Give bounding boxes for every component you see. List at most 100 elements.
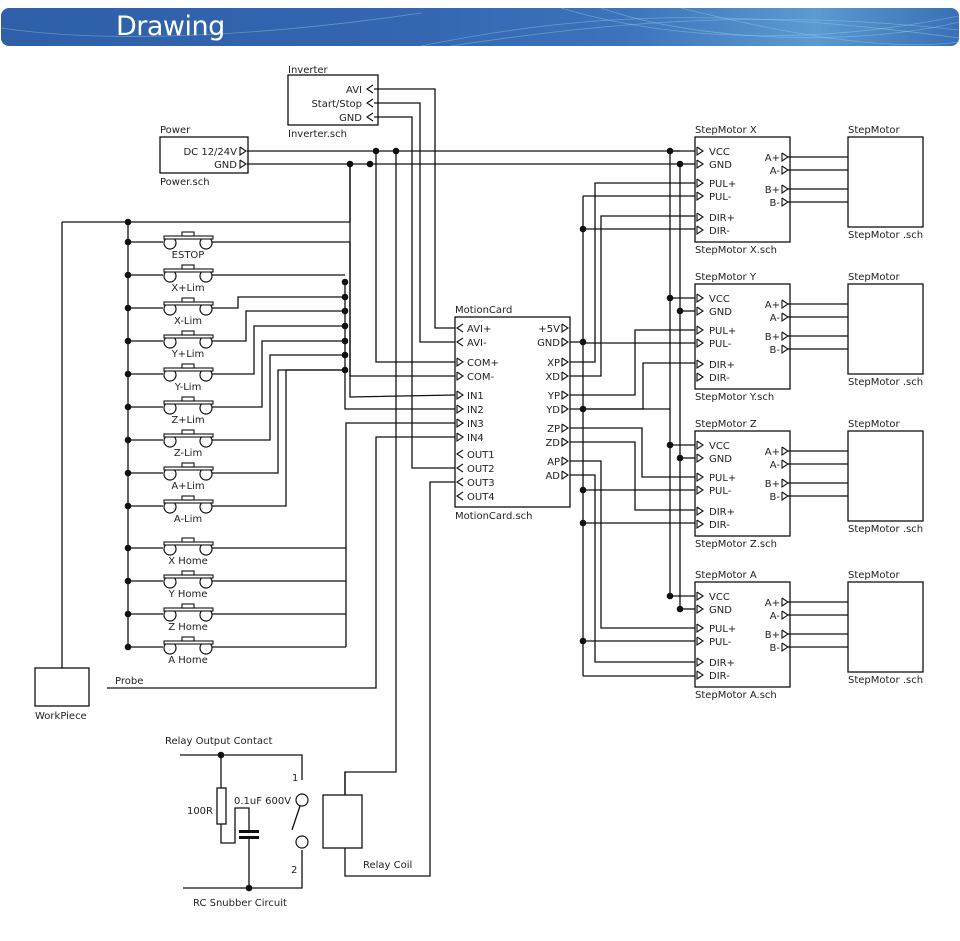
start-stop-wire (374, 102, 455, 343)
switch-z-lim (163, 429, 214, 448)
button-cap-icon (181, 495, 195, 501)
relay-coil-block (322, 794, 363, 849)
pin-output-arrow-icon (781, 597, 789, 608)
driver-pin-label: A+ (765, 300, 780, 311)
button-cap-icon (181, 603, 195, 609)
driver-pin-label: DIR+ (709, 658, 735, 669)
motioncard-pin-label: OUT1 (467, 450, 495, 461)
driver-pin-label: B- (770, 345, 781, 356)
pin-output-arrow-icon (781, 459, 789, 470)
pin-output-arrow-icon (696, 146, 704, 157)
driver-file-label: StepMotor Z.sch (695, 539, 777, 550)
button-cap-icon (181, 231, 195, 237)
inverter-pin-label: Start/Stop (311, 99, 362, 110)
pin-output-arrow-icon (781, 331, 789, 342)
motioncard-pin-label: XP (547, 358, 560, 369)
power-title: Power (160, 125, 191, 136)
driver-pin-label: A- (770, 166, 781, 177)
driver-pin-label: DIR+ (709, 360, 735, 371)
stepmotor-title: StepMotor (848, 419, 901, 430)
resistor-label: 100R (187, 806, 213, 817)
pin-output-arrow-icon (781, 446, 789, 457)
pin-output-arrow-icon (781, 491, 789, 502)
pin-output-arrow-icon (561, 404, 569, 415)
switch-label: Z+Lim (171, 415, 204, 426)
driver-pin-label: VCC (709, 147, 730, 158)
switch-label: A-Lim (174, 514, 202, 525)
pin-input-arrow-icon (456, 323, 464, 333)
yp-wire (570, 329, 695, 396)
motioncard-pin-label: IN1 (467, 391, 484, 402)
pin-output-arrow-icon (781, 312, 789, 323)
junction-dot (124, 218, 132, 226)
inverter-pin-label: GND (339, 113, 362, 124)
pin-output-arrow-icon (696, 506, 704, 517)
motioncard-block (454, 316, 571, 508)
motioncard-pin-label: ZP (547, 424, 560, 435)
avi-wire (374, 88, 455, 329)
power-pin-label: DC 12/24V (183, 147, 237, 158)
driver-pin-label: VCC (709, 294, 730, 305)
driver-block (694, 136, 791, 243)
pin-input-arrow-icon (456, 463, 464, 473)
header-banner: Drawing (1, 8, 959, 46)
com-minus-wire (349, 164, 455, 377)
pin-output-arrow-icon (781, 478, 789, 489)
pin-output-arrow-icon (561, 423, 569, 434)
driver-pin-label: PUL+ (709, 473, 736, 484)
switch-label: X+Lim (171, 283, 204, 294)
motioncard-pin-label: IN3 (467, 419, 484, 430)
pin-output-arrow-icon (696, 359, 704, 370)
estop-wire (212, 241, 456, 398)
driver-pin-label: PUL- (709, 192, 732, 203)
power-file-label: Power.sch (160, 177, 210, 188)
pin-output-arrow-icon (561, 323, 569, 334)
limit-wire (212, 296, 345, 309)
page-title: Drawing (116, 11, 225, 42)
button-cap-icon (181, 570, 195, 576)
driver-file-label: StepMotor X.sch (695, 245, 777, 256)
xd-wire (570, 215, 695, 377)
capacitor-lead (220, 807, 250, 844)
stepmotor-title: StepMotor (848, 272, 901, 283)
switch-a-lim (163, 495, 214, 514)
pin-output-arrow-icon (696, 485, 704, 496)
driver-pin-label: VCC (709, 441, 730, 452)
driver-pin-label: A+ (765, 447, 780, 458)
driver-pin-label: GND (709, 454, 732, 465)
switch-label: Y-Lim (174, 382, 202, 393)
pin-output-arrow-icon (781, 610, 789, 621)
button-cap-icon (181, 330, 195, 336)
pin-output-arrow-icon (781, 152, 789, 163)
stepmotor-title: StepMotor (848, 125, 901, 136)
motioncard-pin-label: COM- (467, 372, 494, 383)
junction-dot (245, 884, 253, 892)
motioncard-pin-label: COM+ (467, 358, 499, 369)
pin-output-arrow-icon (696, 623, 704, 634)
switch-y-lim (163, 330, 214, 349)
pin-output-arrow-icon (781, 165, 789, 176)
pin-input-arrow-icon (366, 98, 374, 108)
driver-pin-label: A- (770, 313, 781, 324)
pin-output-arrow-icon (561, 456, 569, 467)
pin-output-arrow-icon (696, 636, 704, 647)
stepmotor-block (847, 136, 924, 228)
driver-pin-label: B+ (765, 332, 780, 343)
button-cap-icon (181, 462, 195, 468)
pin-output-arrow-icon (696, 670, 704, 681)
driver-pin-label: A+ (765, 153, 780, 164)
banner-wave-decoration (1, 8, 959, 46)
relay-pin1-label: 1 (292, 773, 298, 784)
out3-relay-wire (344, 481, 455, 877)
driver-pin-label: B+ (765, 479, 780, 490)
pin-output-arrow-icon (456, 357, 464, 368)
stepmotor-block (847, 283, 924, 375)
inverter-pin-label: AVI (346, 85, 362, 96)
driver-title: StepMotor Z (695, 419, 757, 430)
pin-output-arrow-icon (696, 212, 704, 223)
motioncard-pin-label: IN2 (467, 405, 484, 416)
pin-output-arrow-icon (456, 404, 464, 415)
motioncard-pin-label: YP (547, 391, 560, 402)
workpiece-block (34, 667, 90, 707)
driver-file-label: StepMotor Y.sch (695, 392, 774, 403)
